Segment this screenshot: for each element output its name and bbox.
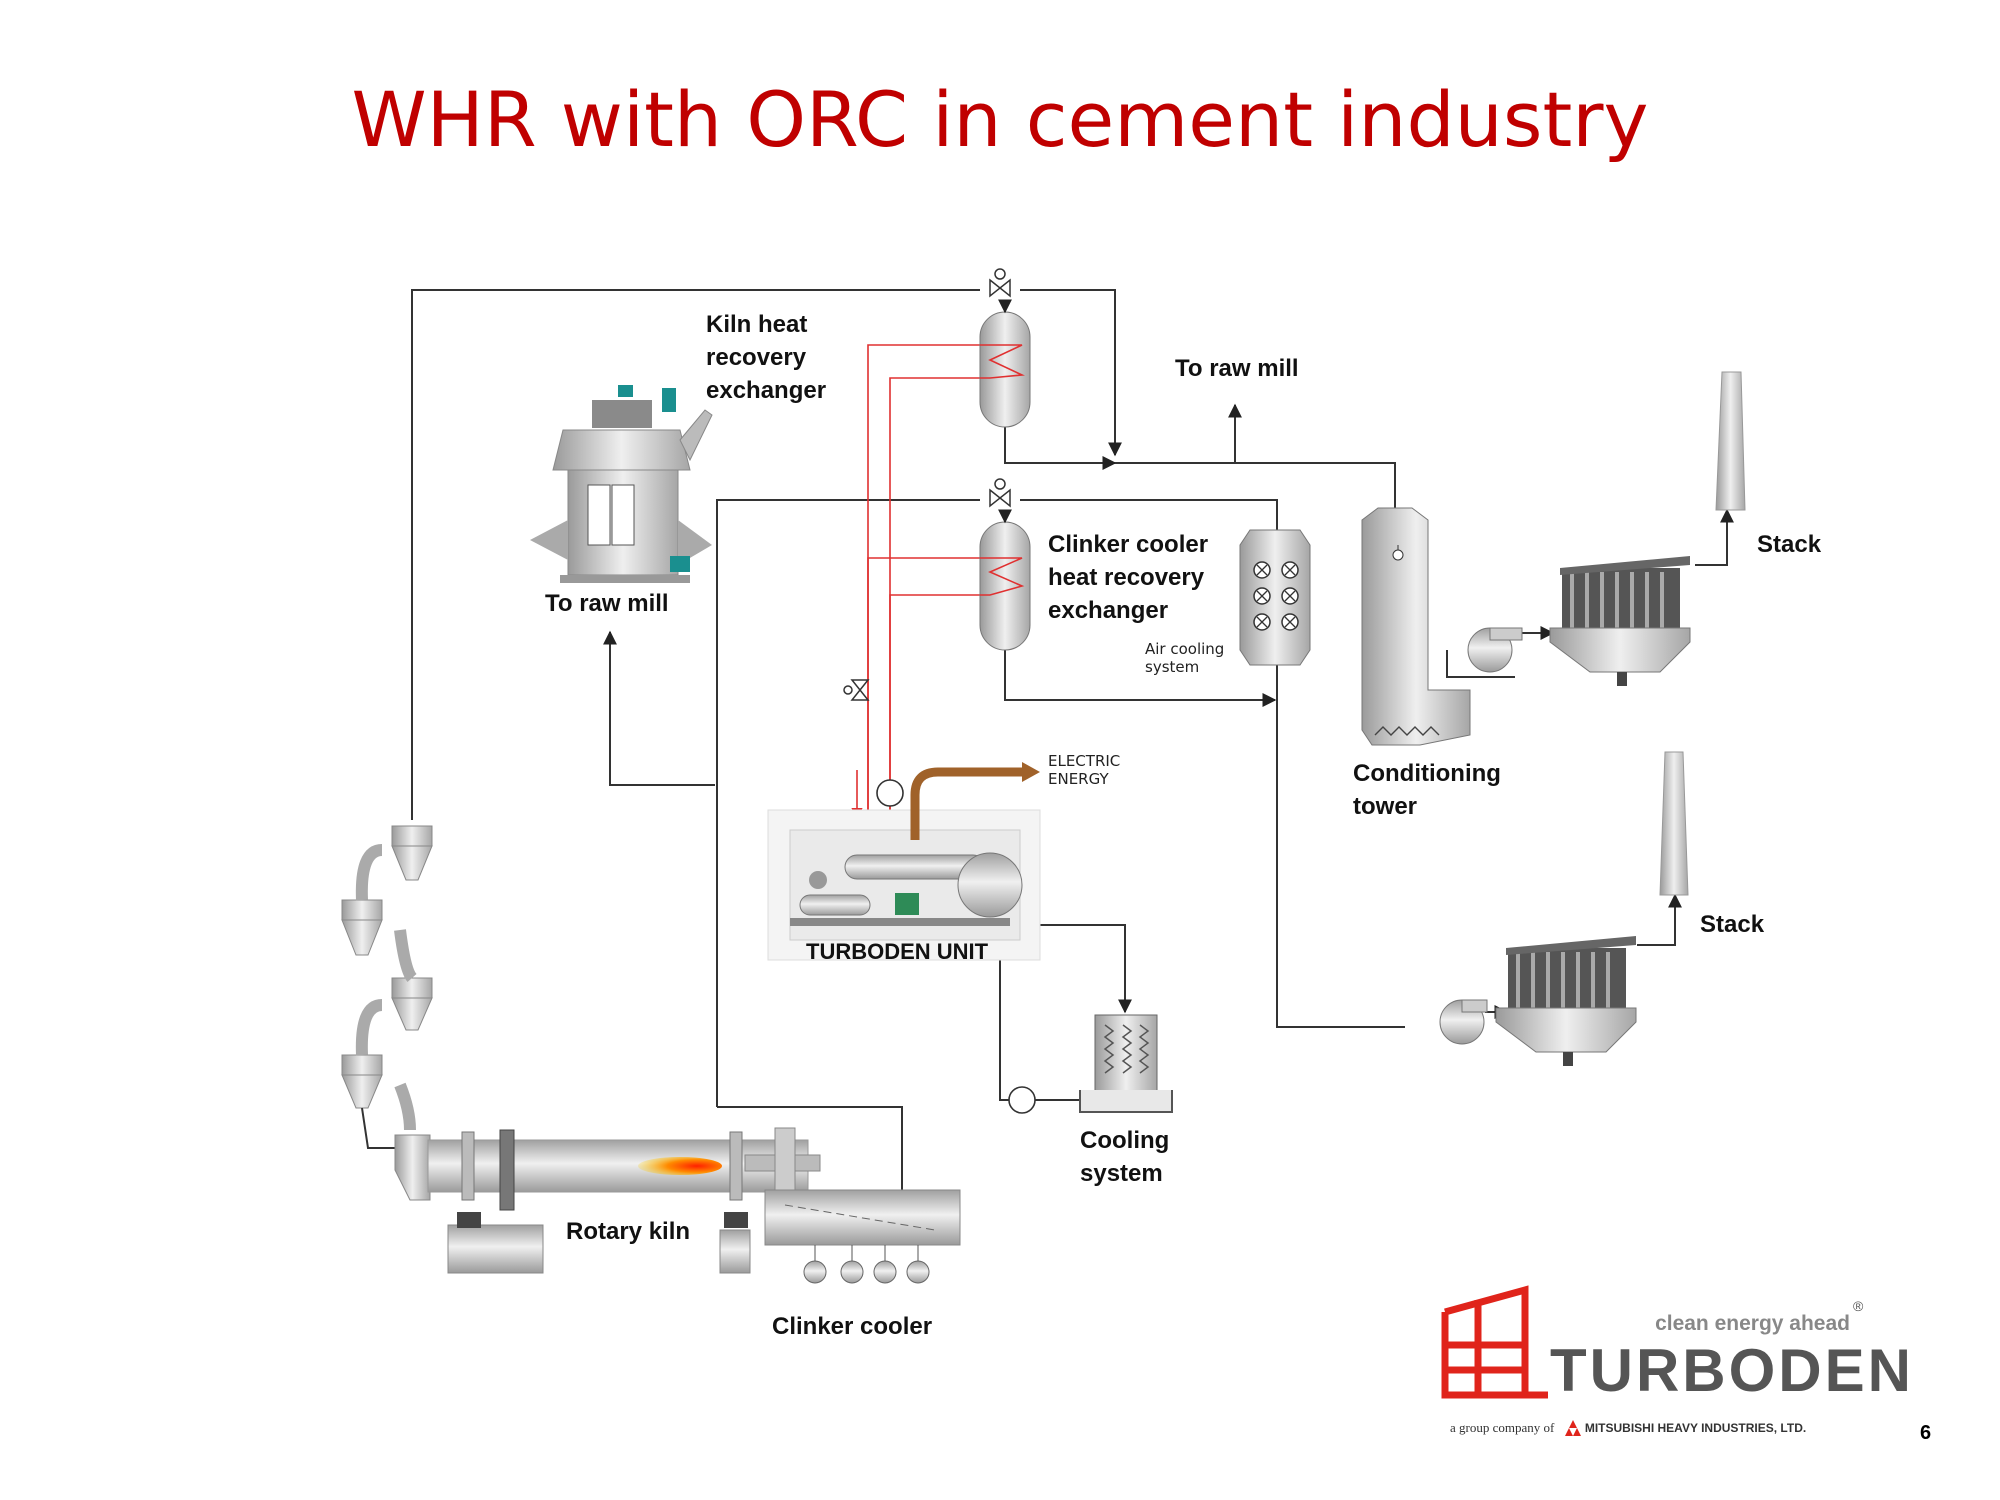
- valve-top-icon: [989, 268, 1011, 298]
- raw-mill-icon: [530, 385, 713, 583]
- process-lines: [411, 289, 1734, 1190]
- line-clinker-cooler-up: [717, 1106, 903, 1190]
- label-to-raw-mill-left: To raw mill: [545, 590, 669, 617]
- label-cooling-system: Cooling system: [1080, 1127, 1170, 1187]
- stack-2-icon: [1659, 751, 1689, 896]
- rotary-kiln-icon: [394, 1127, 821, 1274]
- clinker-cooler-icon: [764, 1189, 961, 1284]
- bag-filter-1-icon: [1549, 556, 1691, 686]
- label-clinker-cooler: Clinker cooler: [772, 1313, 933, 1340]
- thermal-oil-lines: [851, 344, 980, 820]
- mitsubishi-logo-icon: [1565, 1420, 1581, 1436]
- line-turboden-cooling: [1040, 924, 1132, 1014]
- line-kiln-hrx-out: [1004, 420, 1117, 470]
- line-clinker-hrx-out: [1004, 650, 1277, 707]
- kiln-heat-exchanger-icon: [979, 299, 1031, 428]
- line-tower-fan: [1446, 650, 1515, 678]
- line-cooling-return: [999, 955, 1080, 1101]
- slide-title: WHR with ORC in cement industry: [351, 75, 1649, 164]
- label-conditioning-tower: Conditioning tower: [1353, 760, 1501, 820]
- label-stack-2: Stack: [1700, 911, 1765, 938]
- line-preheater-kiln: [361, 1107, 395, 1149]
- conditioning-tower-icon: [1361, 507, 1471, 746]
- line-clinker-right: [1020, 499, 1405, 1028]
- logo-name: TURBODEN: [1550, 1337, 1914, 1404]
- label-turboden-unit: TURBODEN UNIT: [806, 939, 989, 964]
- label-electric-energy: ELECTRIC ENERGY: [1048, 752, 1121, 788]
- bag-filter-2-icon: [1495, 936, 1637, 1066]
- logo-group-prefix: a group company of: [1450, 1420, 1555, 1435]
- fan-2-icon: [1439, 999, 1488, 1045]
- logo-group-name: MITSUBISHI HEAVY INDUSTRIES, LTD.: [1584, 1421, 1807, 1435]
- clinker-heat-exchanger-icon: [979, 509, 1031, 651]
- label-to-raw-mill-top: To raw mill: [1175, 355, 1299, 382]
- line-stack-2: [1637, 893, 1682, 946]
- line-clinker-loop: [716, 499, 980, 1107]
- turboden-logo-icon: [1441, 1285, 1548, 1399]
- cooling-pump-icon: [1008, 1086, 1036, 1114]
- label-air-cooling-system: Air cooling system: [1145, 640, 1225, 676]
- fan-1-icon: [1467, 627, 1523, 673]
- valve-mid-icon: [989, 478, 1011, 508]
- line-main-header: [1115, 462, 1402, 532]
- label-stack-1: Stack: [1757, 531, 1822, 558]
- line-stack-1: [1695, 508, 1734, 566]
- label-kiln-heat-recovery-exchanger: Kiln heat recovery exchanger: [706, 311, 827, 404]
- line-to-raw-mill-left: [603, 630, 715, 786]
- preheater-tower-icon: [341, 825, 433, 1131]
- label-rotary-kiln: Rotary kiln: [566, 1218, 691, 1245]
- line-preheater-top: [411, 289, 980, 820]
- logo-group: a group company of MITSUBISHI HEAVY INDU…: [1450, 1420, 1806, 1436]
- line-top-right: [1020, 289, 1122, 457]
- turboden-unit-icon: [767, 809, 1041, 961]
- logo-tagline: clean energy ahead: [1655, 1312, 1850, 1335]
- electric-energy-arrow: [910, 767, 1022, 840]
- valve-oil-icon: [843, 679, 870, 701]
- air-cooling-system-icon: [1239, 529, 1311, 666]
- registered-mark: ®: [1853, 1298, 1864, 1314]
- orc-pump-icon: [876, 779, 904, 807]
- cooling-system-icon: [1079, 1014, 1173, 1113]
- page-number: 6: [1920, 1422, 1932, 1444]
- label-clinker-cooler-heat-recovery-exchanger: Clinker cooler heat recovery exchanger: [1048, 531, 1209, 624]
- stack-1-icon: [1715, 371, 1746, 511]
